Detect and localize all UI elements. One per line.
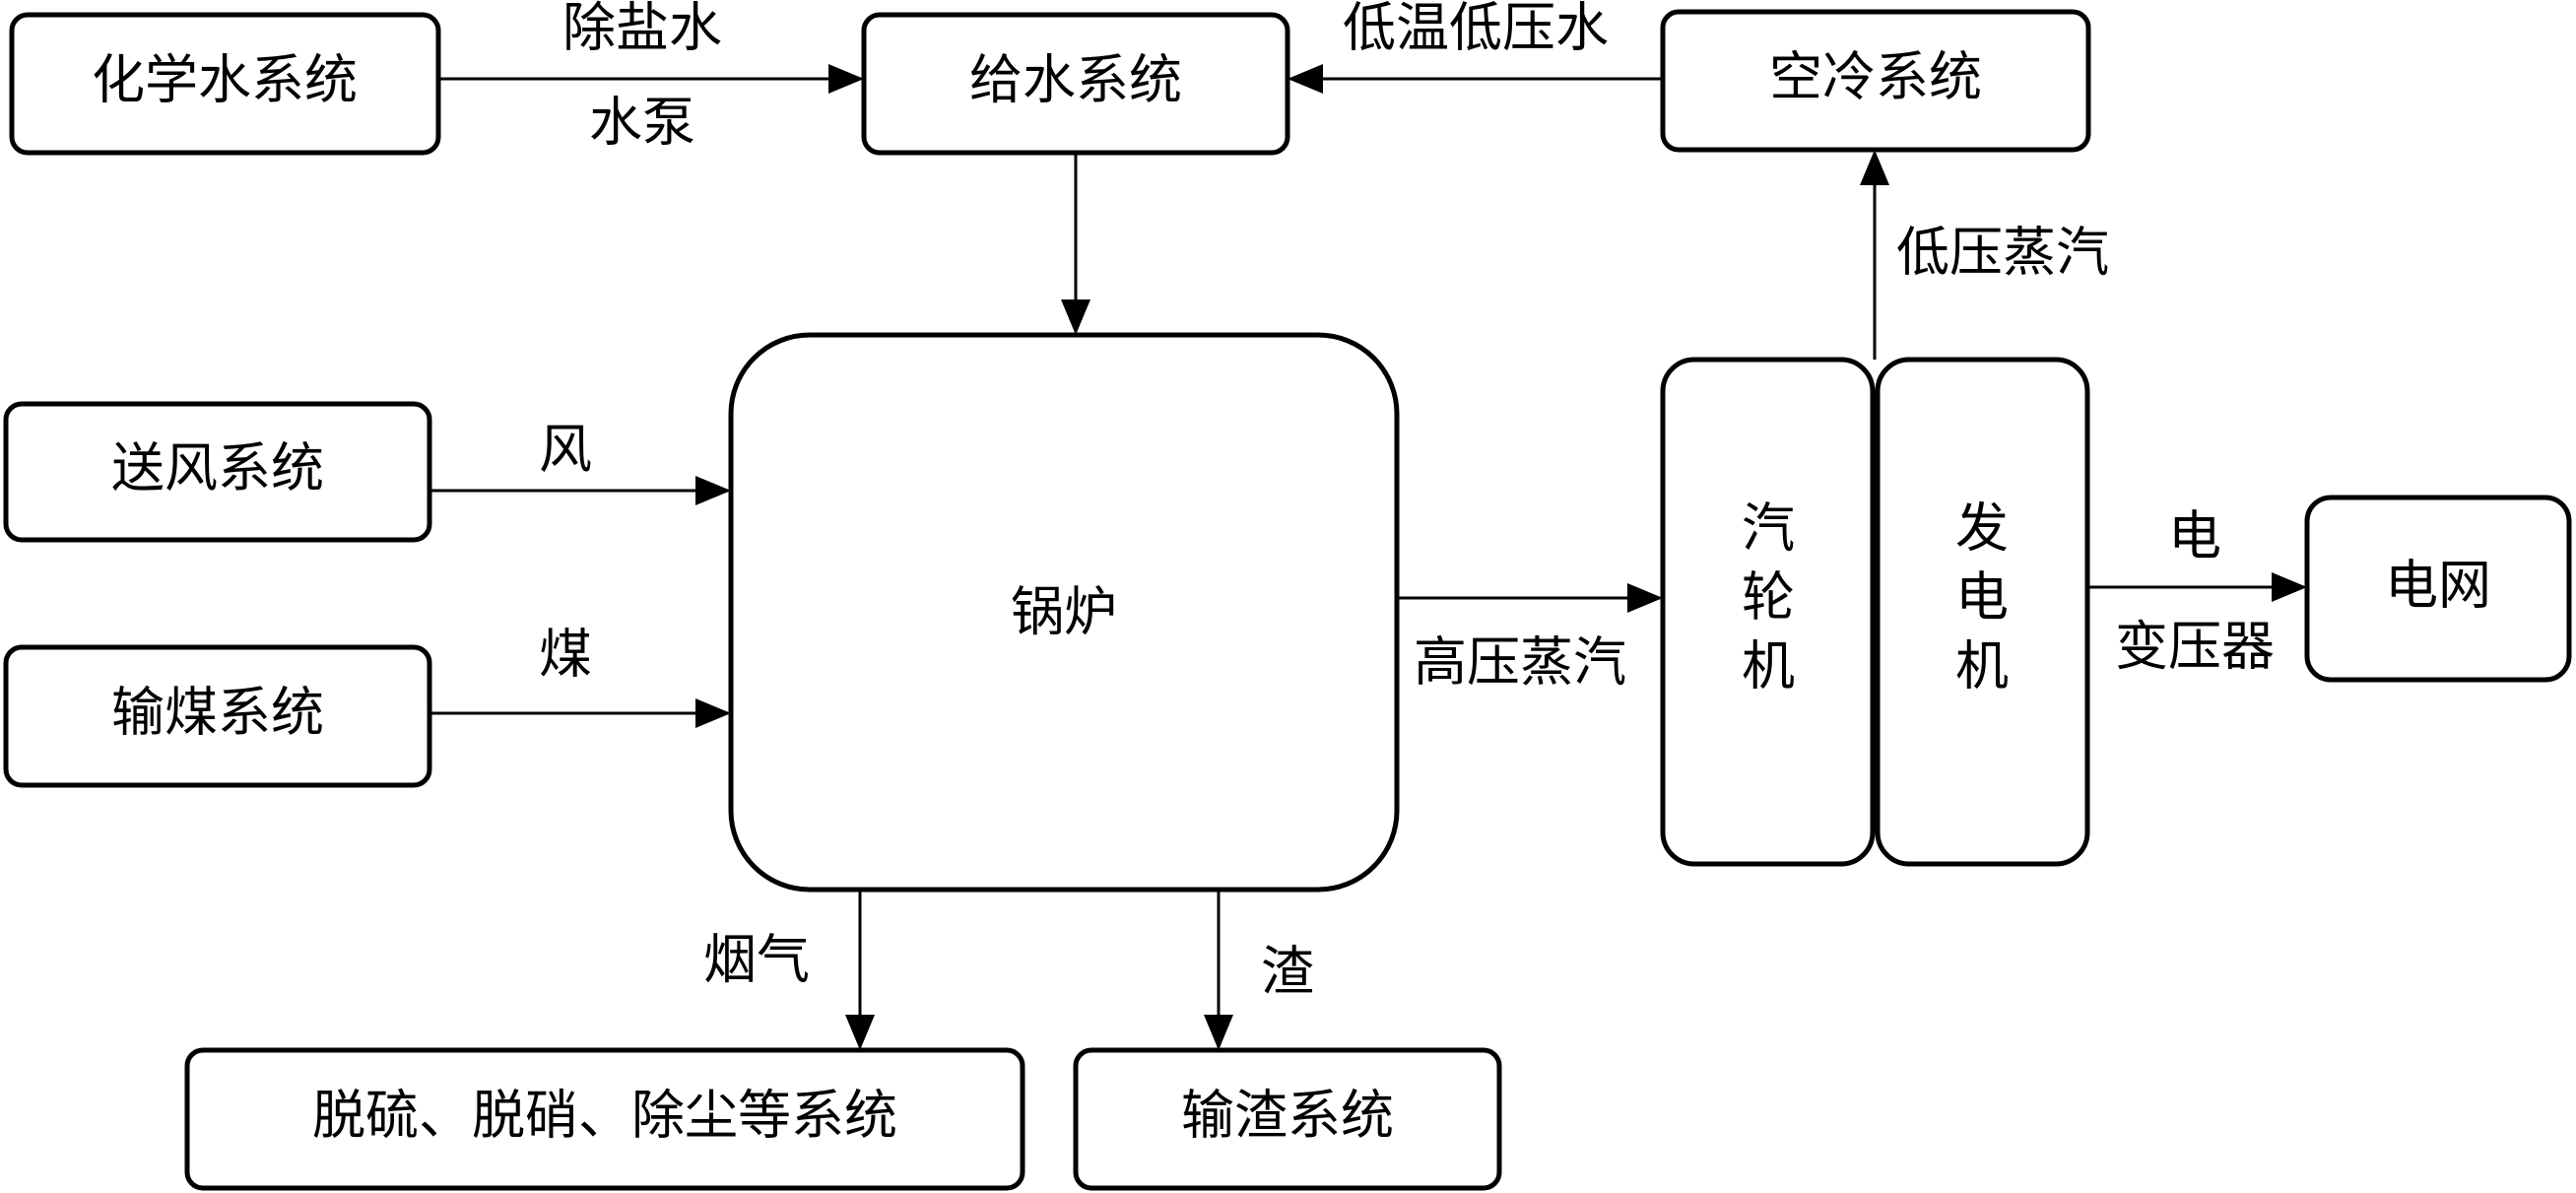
box-generator-char-3: 机 [1955,635,2009,697]
box-desulfurization-label: 脱硫、脱硝、除尘等系统 [312,1085,897,1147]
label-electricity: 电 [2168,505,2221,567]
box-feedwater-label: 给水系统 [969,49,1182,111]
box-grid: 电网 [2304,495,2572,683]
box-grid-label: 电网 [2385,555,2491,617]
box-generator-char-1: 发 [1955,497,2009,560]
box-air-cooling-label: 空冷系统 [1769,46,1982,108]
box-air-cooling: 空冷系统 [1660,9,2091,153]
label-coal: 煤 [539,624,592,686]
box-slag-conveying-label: 输渣系统 [1181,1085,1394,1147]
box-air-supply: 送风系统 [3,401,432,543]
label-water-pump: 水泵 [589,92,695,154]
label-slag: 渣 [1261,941,1314,1003]
box-generator-char-2: 电 [1955,566,2009,629]
box-boiler-label: 锅炉 [1011,581,1117,643]
label-transformer: 变压器 [2115,616,2275,678]
box-chemical-water: 化学水系统 [9,12,441,156]
label-low-temp-low-press-water: 低温低压水 [1343,0,1609,59]
box-turbine-char-2: 轮 [1742,566,1795,629]
label-flue-gas: 烟气 [703,929,810,991]
box-turbine-char-1: 汽 [1742,497,1795,560]
label-wind: 风 [539,419,592,481]
box-chemical-water-label: 化学水系统 [92,49,358,111]
box-desulfurization: 脱硫、脱硝、除尘等系统 [184,1047,1025,1191]
box-turbine-char-3: 机 [1742,635,1795,697]
label-demineralized-water: 除盐水 [562,0,722,59]
box-turbine: 汽 轮 机 [1660,357,1876,867]
box-coal-conveying: 输煤系统 [3,644,432,788]
box-boiler: 锅炉 [728,332,1400,893]
box-feedwater: 给水系统 [861,12,1290,156]
box-generator: 发 电 机 [1875,357,2090,867]
label-high-pressure-steam: 高压蒸汽 [1414,631,1626,694]
box-slag-conveying: 输渣系统 [1073,1047,1502,1191]
label-low-pressure-steam: 低压蒸汽 [1896,222,2109,284]
box-air-supply-label: 送风系统 [111,437,324,499]
box-coal-conveying-label: 输煤系统 [111,682,324,744]
